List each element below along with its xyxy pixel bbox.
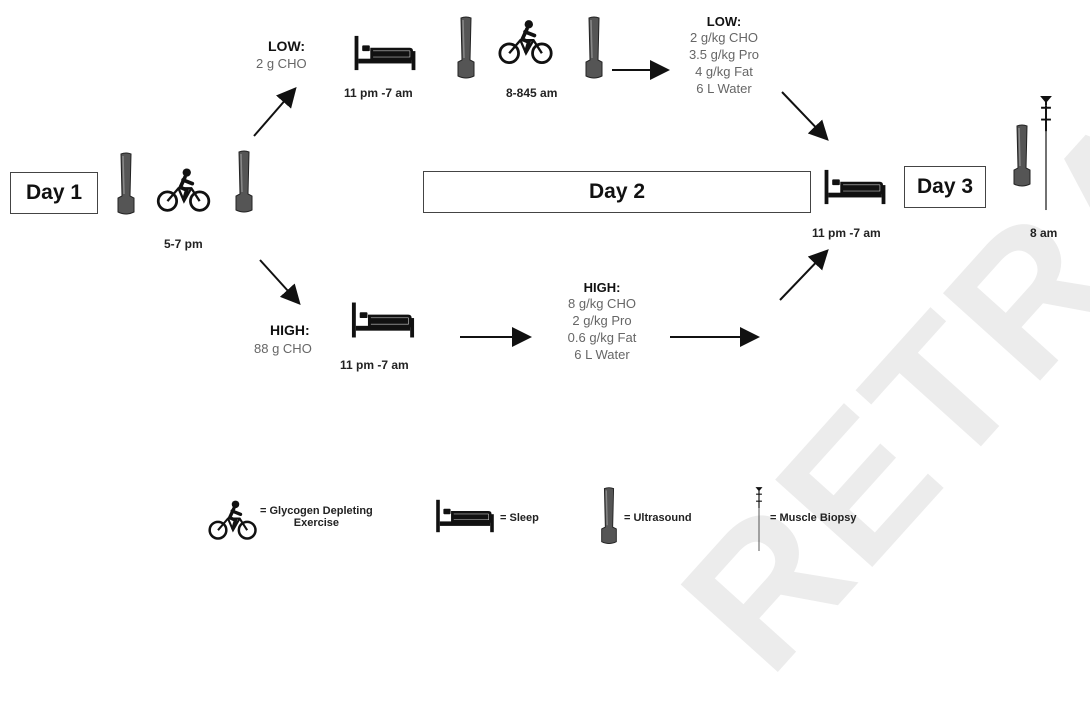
ultrasound-probe-icon — [235, 150, 253, 213]
legend-ultrasound-probe-icon — [600, 486, 618, 545]
ultrasound-probe-icon — [117, 152, 135, 215]
protocol-diagram — [117, 16, 1053, 551]
low-diet-water: 6 L Water — [696, 81, 752, 96]
legend-bed-icon — [434, 498, 496, 534]
arrow-high-to-day3 — [779, 249, 829, 301]
low-diet-fat: 4 g/kg Fat — [695, 64, 753, 79]
high-intake: 88 g CHO — [254, 341, 312, 356]
bed-icon — [823, 168, 887, 206]
arrow-low-diet-to-day3 — [781, 91, 829, 141]
day1-time: 5-7 pm — [164, 237, 203, 251]
bicycle-icon — [498, 18, 554, 65]
legend-bicycle-icon — [208, 500, 258, 541]
legend-ultrasound: = Ultrasound — [624, 512, 692, 524]
low-sleep-time: 11 pm -7 am — [344, 86, 413, 100]
low-diet-pro: 3.5 g/kg Pro — [688, 47, 760, 62]
bicycle-icon — [156, 168, 211, 213]
high-diet-cho: 8 g/kg CHO — [568, 296, 636, 311]
arrow-day1-to-high — [259, 259, 301, 305]
legend-exercise-line1: = Glycogen Depleting — [260, 505, 373, 517]
high-sleep-time: 11 pm -7 am — [340, 358, 409, 372]
high-diet-fat: 0.6 g/kg Fat — [567, 330, 637, 345]
bed-icon — [350, 301, 416, 339]
ultrasound-probe-icon — [457, 16, 475, 79]
day3-biopsy-time: 8 am — [1030, 226, 1058, 240]
ultrasound-probe-icon — [1013, 124, 1031, 187]
legend-exercise: = Glycogen Depleting Exercise — [260, 505, 373, 529]
high-diet-block: HIGH: 8 g/kg CHO 2 g/kg Pro 0.6 g/kg Fat… — [540, 280, 664, 363]
low-intake: 2 g CHO — [256, 56, 307, 71]
low-label: LOW: — [268, 38, 306, 54]
arrow-day1-to-low — [253, 86, 297, 137]
legend-biopsy: = Muscle Biopsy — [770, 512, 857, 524]
high-diet-pro: 2 g/kg Pro — [572, 313, 632, 328]
legend-sleep: = Sleep — [500, 512, 539, 524]
day3-label: Day 3 — [916, 175, 974, 198]
high-diet-water: 6 L Water — [574, 347, 630, 362]
day2-box: Day 2 — [423, 171, 811, 213]
legend-exercise-line2: Exercise — [293, 517, 340, 529]
ultrasound-probe-icon — [585, 16, 603, 79]
day3-sleep-time: 11 pm -7 am — [812, 226, 881, 240]
bed-icon — [353, 34, 417, 72]
day1-box: Day 1 — [10, 172, 98, 214]
muscle-biopsy-icon — [1039, 94, 1053, 212]
day2-label: Day 2 — [588, 180, 646, 203]
day3-box: Day 3 — [904, 166, 986, 208]
legend-muscle-biopsy-icon — [754, 486, 764, 551]
high-label: HIGH: — [270, 322, 310, 338]
low-diet-cho: 2 g/kg CHO — [690, 30, 758, 45]
low-diet-title: LOW: — [706, 14, 742, 29]
low-diet-block: LOW: 2 g/kg CHO 3.5 g/kg Pro 4 g/kg Fat … — [662, 14, 786, 97]
day1-label: Day 1 — [25, 181, 83, 204]
high-diet-title: HIGH: — [583, 280, 621, 295]
low-exercise-time: 8-845 am — [506, 86, 558, 100]
